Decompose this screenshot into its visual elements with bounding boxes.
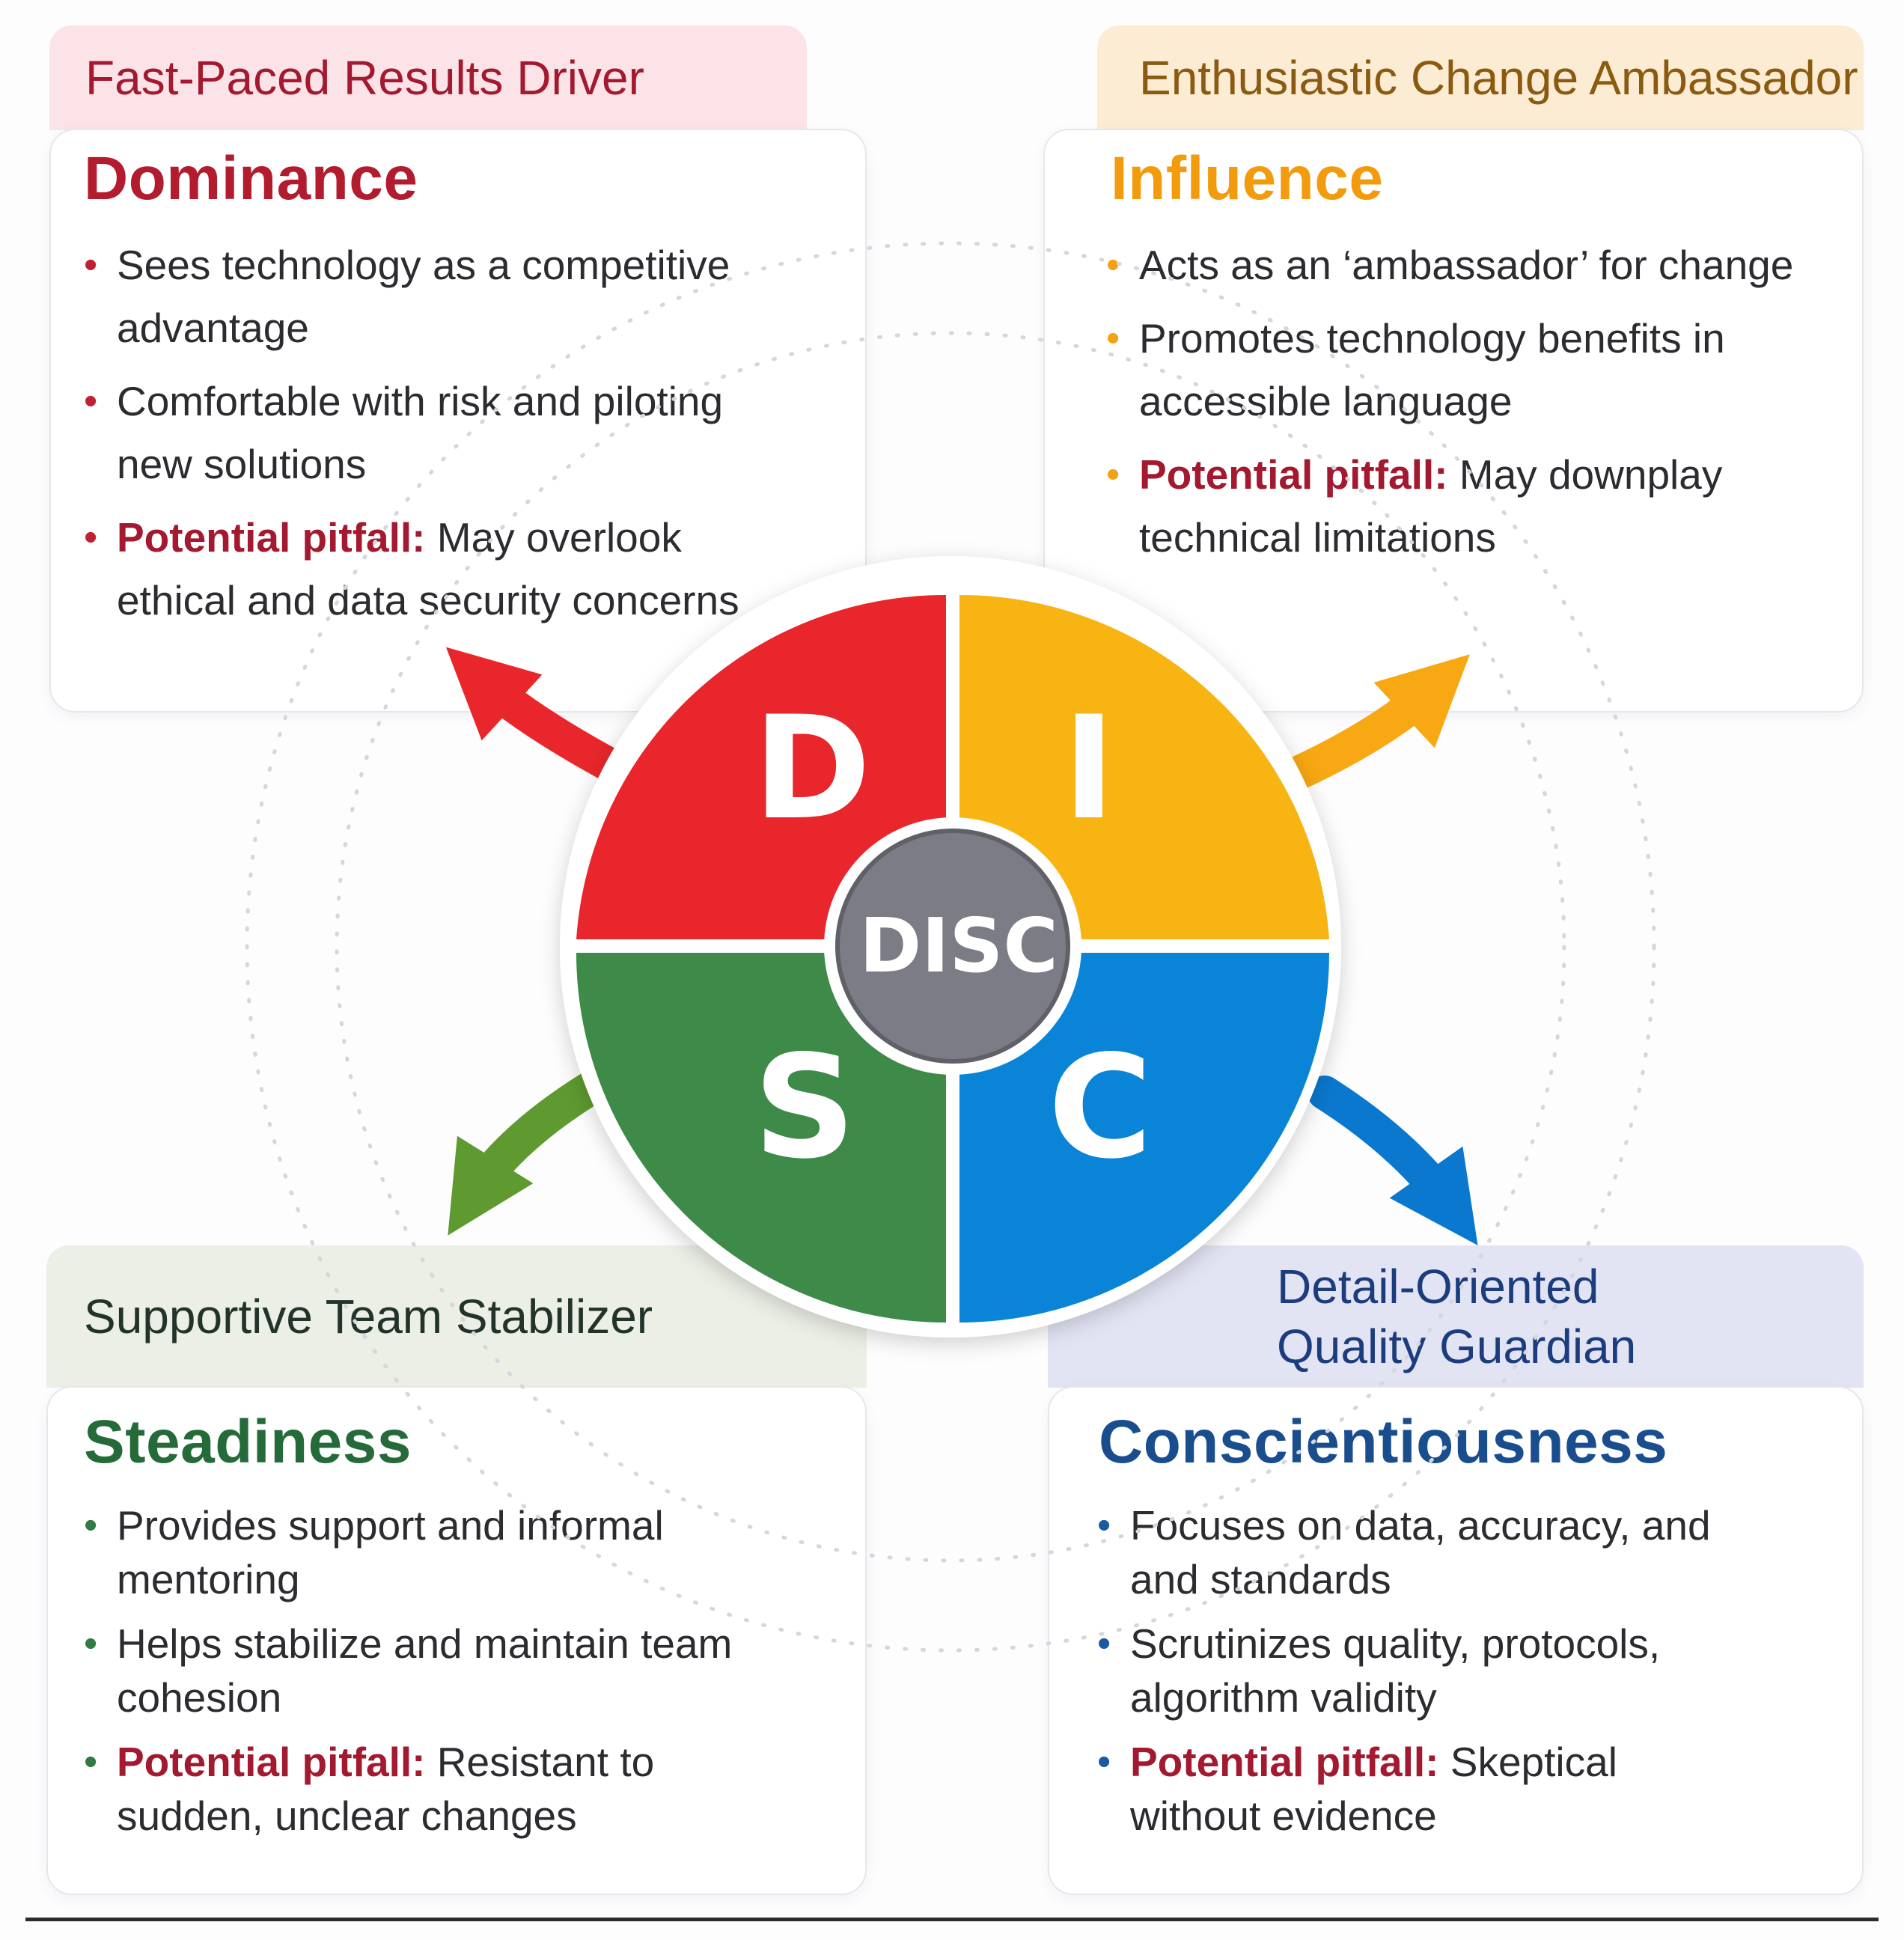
conscientiousness-bullet-list: •Focuses on data, accuracy, and and stan… (1097, 1498, 1756, 1853)
dominance-bullet-list: •Sees technology as a competitive advant… (84, 234, 787, 642)
dominance-tagline-tab: Fast-Paced Results Driver (49, 25, 807, 130)
steadiness-bullet-1: •Provides support and informal mentoring (84, 1498, 742, 1606)
bullet-dot-icon: • (84, 516, 98, 559)
arrow-influence-icon (1278, 654, 1470, 792)
influence-pitfall: •Potential pitfall: May downplay technic… (1106, 443, 1825, 569)
steadiness-card (46, 1386, 867, 1895)
pitfall-label: Potential pitfall: (1139, 451, 1448, 498)
bullet-dot-icon: • (84, 1740, 98, 1784)
wheel-letter-s: S (754, 1025, 856, 1190)
influence-tagline-tab: Enthusiastic Change Ambassador (1097, 25, 1864, 130)
orbit-ring-outer (245, 241, 1656, 1653)
bullet-dot-icon: • (84, 1622, 98, 1665)
conscientiousness-pitfall: •Potential pitfall: Skeptical without ev… (1097, 1735, 1756, 1843)
bullet-dot-icon: • (1097, 1504, 1111, 1547)
pitfall-label: Potential pitfall: (1130, 1739, 1439, 1785)
bullet-dot-icon: • (1106, 453, 1120, 496)
conscientiousness-card (1048, 1386, 1864, 1895)
steadiness-tagline: Supportive Team Stabilizer (84, 1290, 653, 1343)
steadiness-title: Steadiness (84, 1408, 412, 1476)
wheel-letter-c: C (1048, 1025, 1152, 1190)
bullet-dot-icon: • (1097, 1740, 1111, 1784)
wheel-segment-d (576, 594, 946, 939)
influence-bullet-list: •Acts as an ‘ambassador’ for change •Pro… (1106, 234, 1825, 579)
conscientiousness-bullet-1: •Focuses on data, accuracy, and and stan… (1097, 1498, 1756, 1606)
bullet-dot-icon: • (1106, 243, 1120, 287)
influence-tagline: Enthusiastic Change Ambassador (1139, 51, 1858, 105)
dominance-bullet-2: •Comfortable with risk and piloting new … (84, 370, 787, 495)
steadiness-pitfall: •Potential pitfall: Resistant to sudden,… (84, 1735, 742, 1843)
influence-bullet-2: •Promotes technology benefits in accessi… (1106, 307, 1825, 433)
arrow-steadiness-icon (448, 1068, 612, 1236)
arrow-conscientiousness-icon (1308, 1076, 1478, 1245)
conscientiousness-bullet-2: •Scrutinizes quality, protocols, algorit… (1097, 1617, 1756, 1724)
steadiness-bullet-2: •Helps stabilize and maintain team cohes… (84, 1617, 742, 1724)
dominance-bullet-1: •Sees technology as a competitive advant… (84, 234, 787, 359)
conscientiousness-tagline-tab: Detail-Oriented Quality Guardian (1048, 1245, 1864, 1388)
orbit-ring-inner (335, 331, 1566, 1563)
dominance-card (49, 129, 867, 713)
wheel-letter-i: I (1063, 686, 1116, 851)
dominance-title: Dominance (84, 144, 418, 213)
conscientiousness-tagline: Detail-Oriented Quality Guardian (1277, 1260, 1637, 1373)
wheel-segment-i (959, 594, 1329, 939)
orbit-rings (245, 241, 1656, 1653)
arrows (445, 647, 1478, 1245)
influence-bullet-1: •Acts as an ‘ambassador’ for change (1106, 234, 1825, 296)
bullet-dot-icon: • (84, 379, 98, 423)
wheel-segment-c (959, 953, 1329, 1323)
bullet-dot-icon: • (1106, 317, 1120, 360)
conscientiousness-title: Conscientiousness (1099, 1408, 1668, 1476)
bullet-dot-icon: • (84, 1504, 98, 1547)
wheel-letter-d: D (753, 686, 871, 851)
bottom-rule (25, 1918, 1879, 1921)
wheel-hub (835, 829, 1070, 1064)
pitfall-label: Potential pitfall: (117, 1739, 426, 1785)
dominance-tagline: Fast-Paced Results Driver (85, 51, 644, 105)
arrow-dominance-icon (445, 647, 631, 784)
wheel-segment-s (576, 953, 946, 1323)
influence-title: Influence (1111, 144, 1384, 213)
wheel-center-label: DISC (859, 902, 1058, 989)
dominance-pitfall: •Potential pitfall: May overlook ethical… (84, 506, 787, 632)
bullet-dot-icon: • (84, 243, 98, 287)
pitfall-label: Potential pitfall: (117, 514, 426, 561)
influence-card (1043, 129, 1864, 713)
steadiness-bullet-list: •Provides support and informal mentoring… (84, 1498, 742, 1853)
